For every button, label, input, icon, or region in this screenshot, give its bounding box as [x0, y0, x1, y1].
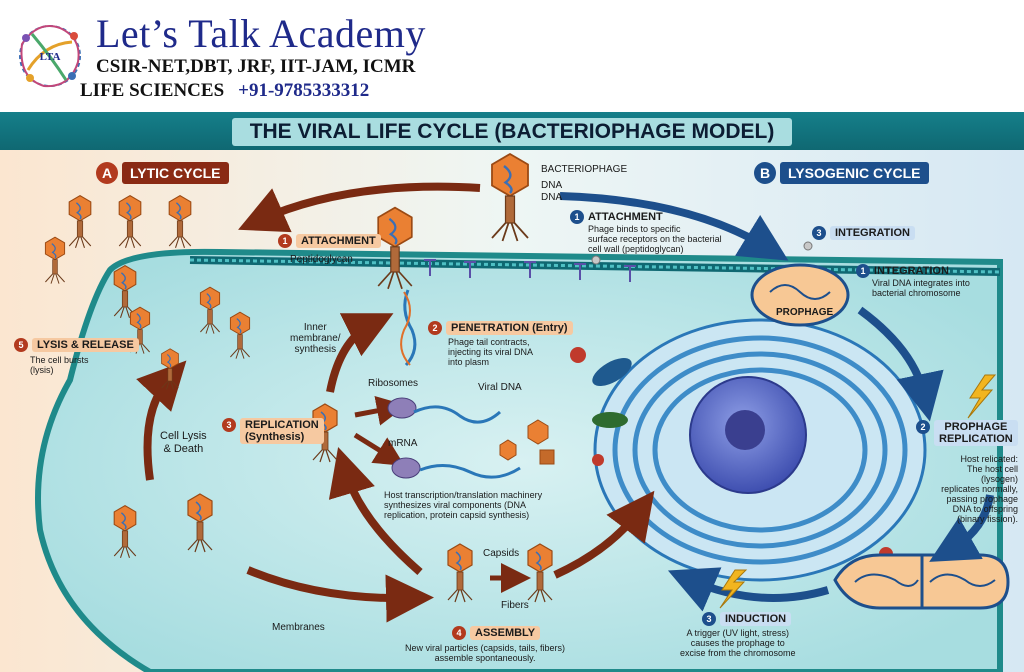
- lysogenic-arrows: [559, 192, 994, 612]
- arrow-penetration-to-replication: [326, 313, 394, 393]
- host-machinery-description: Host transcription/translation machinery…: [384, 490, 543, 520]
- fibers-label: Fibers: [501, 600, 529, 611]
- ribosomes-label: Ribosomes: [368, 378, 419, 389]
- contact-line: LIFE SCIENCES +91-9785333312: [80, 80, 369, 102]
- arrow-to-host: [553, 490, 655, 579]
- endoplasmic-reticulum: [612, 335, 908, 565]
- penetration-description: Phage tail contracts,injecting its viral…: [448, 337, 534, 367]
- capsids-label: Capsids: [483, 548, 520, 559]
- arrow-replicate-to-fission: [929, 494, 994, 562]
- viral-dna-label: Viral DNA: [478, 382, 522, 393]
- lightning-icon: [967, 374, 997, 419]
- injected-dna: [403, 289, 417, 367]
- viral-dna-strand: [413, 405, 502, 424]
- header: LTA Let’s Talk Academy CSIR-NET,DBT, JRF…: [0, 0, 1024, 112]
- peptidoglycan-label: Peptidoglycan: [290, 254, 353, 265]
- capsid-parts: [499, 419, 555, 465]
- assembly-description: New viral particles (capsids, tails, fib…: [405, 643, 566, 663]
- ribosome-1: [387, 397, 417, 419]
- prophage-cell: [750, 263, 850, 327]
- logo-text: LTA: [40, 51, 61, 63]
- lytic-arrows: [136, 182, 531, 623]
- ribosome-2: [391, 457, 421, 479]
- dna-label-2: DNA: [541, 192, 563, 203]
- phone-number[interactable]: +91-9785333312: [238, 80, 370, 101]
- academy-logo: LTA: [19, 25, 81, 88]
- lysis-description: The cell bursts(lysis): [30, 355, 89, 375]
- arrow-bottom-assembly: [246, 566, 434, 623]
- cell-lysis-label: Cell Lysis& Death: [160, 430, 207, 455]
- exam-list: CSIR-NET,DBT, JRF, IIT-JAM, ICMR: [96, 56, 416, 77]
- arrow-fission-to-induction: [667, 567, 830, 612]
- diagram-title: THE VIRAL LIFE CYCLE (BACTERIOPHAGE MODE…: [0, 118, 1024, 146]
- arrow-top: [238, 182, 481, 233]
- bacteriophage-label: BACTERIOPHAGE: [541, 164, 628, 175]
- arrow-attach-to-integrate: [559, 192, 789, 261]
- lightning-icon-2: [719, 569, 748, 609]
- subject-label: LIFE SCIENCES: [80, 80, 225, 101]
- prophage-label: PROPHAGE: [776, 307, 834, 318]
- nucleolus: [725, 410, 765, 450]
- arrow-assembly-to-replication: [328, 447, 423, 576]
- mrna-strand: [419, 464, 521, 479]
- prophage-replication-description: Host relicated:The host cell(lysogen)rep…: [941, 454, 1018, 524]
- induction-description: A trigger (UV light, stress)causes the p…: [680, 628, 796, 658]
- academy-name: Let’s Talk Academy: [96, 11, 426, 56]
- dna-label-1: DNA: [541, 180, 563, 191]
- surface-receptors: [424, 259, 636, 282]
- mrna-label: mRNA: [388, 438, 418, 449]
- arrow-integrate-to-replicate: [857, 306, 944, 422]
- membranes-label: Membranes: [272, 622, 325, 633]
